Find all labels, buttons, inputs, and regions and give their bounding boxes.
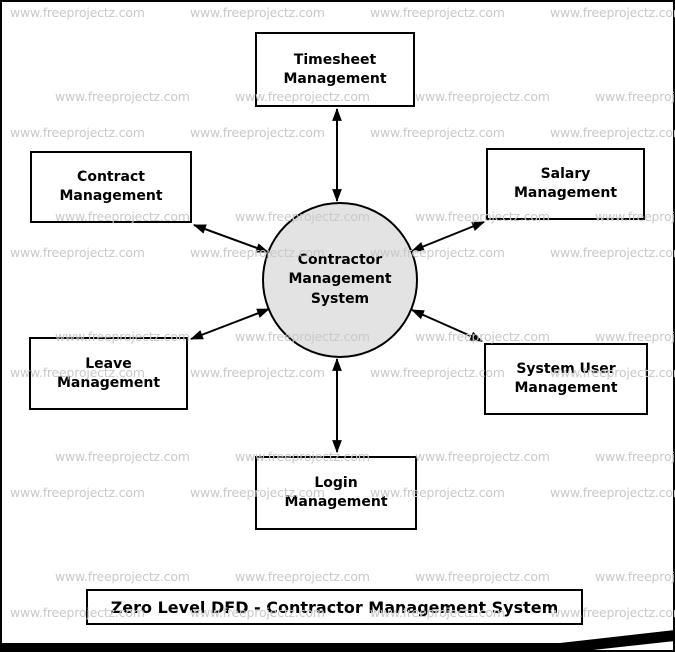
watermark-text: www.freeprojectz.com	[10, 5, 145, 20]
entity-contract-management: Contract Management	[30, 151, 192, 223]
watermark-text: www.freeprojectz.com	[190, 5, 325, 20]
watermark-text: www.freeprojectz.com	[415, 89, 550, 104]
watermark-text: www.freeprojectz.com	[10, 485, 145, 500]
process-label: Contractor Management System	[288, 251, 392, 307]
diagram-title: Zero Level DFD - Contractor Management S…	[110, 597, 559, 617]
entity-timesheet-management: Timesheet Management	[255, 32, 415, 107]
entity-leave-management: Leave Management	[29, 337, 188, 410]
watermark-text: www.freeprojectz.com	[415, 449, 550, 464]
arrow-contract-center	[192, 224, 270, 253]
entity-system-user-management: System User Management	[484, 343, 648, 415]
entity-label: Contract Management	[59, 169, 163, 204]
watermark-text: www.freeprojectz.com	[550, 245, 675, 260]
watermark-text: www.freeprojectz.com	[370, 125, 505, 140]
watermark-text: www.freeprojectz.com	[55, 89, 190, 104]
process-contractor-management-system: Contractor Management System	[262, 202, 418, 358]
watermark-text: www.freeprojectz.com	[370, 5, 505, 20]
watermark-text: www.freeprojectz.com	[190, 125, 325, 140]
watermark-text: www.freeprojectz.com	[415, 329, 550, 344]
diagram-title-box: Zero Level DFD - Contractor Management S…	[86, 589, 583, 625]
watermark-text: www.freeprojectz.com	[595, 329, 675, 344]
entity-label: Timesheet Management	[283, 51, 387, 87]
bottom-black-strip	[0, 630, 675, 652]
watermark-text: www.freeprojectz.com	[595, 449, 675, 464]
watermark-text: www.freeprojectz.com	[595, 569, 675, 584]
entity-login-management: Login Management	[255, 456, 417, 530]
entity-label: System User Management	[514, 361, 618, 396]
watermark-text: www.freeprojectz.com	[190, 365, 325, 380]
arrow-salary-center	[410, 221, 486, 252]
watermark-text: www.freeprojectz.com	[595, 89, 675, 104]
watermark-text: www.freeprojectz.com	[550, 125, 675, 140]
watermark-text: www.freeprojectz.com	[235, 569, 370, 584]
watermark-text: www.freeprojectz.com	[55, 569, 190, 584]
watermark-text: www.freeprojectz.com	[415, 569, 550, 584]
arrow-leave-center	[189, 308, 271, 340]
entity-label: Salary Management	[513, 166, 618, 201]
entity-label: Login Management	[284, 475, 388, 510]
watermark-text: www.freeprojectz.com	[10, 245, 145, 260]
watermark-text: www.freeprojectz.com	[55, 449, 190, 464]
arrow-systemuser-center	[411, 309, 483, 342]
watermark-text: www.freeprojectz.com	[550, 485, 675, 500]
entity-salary-management: Salary Management	[486, 148, 645, 220]
watermark-text: www.freeprojectz.com	[10, 125, 145, 140]
entity-label: Leave Management	[56, 355, 161, 391]
watermark-text: www.freeprojectz.com	[550, 5, 675, 20]
